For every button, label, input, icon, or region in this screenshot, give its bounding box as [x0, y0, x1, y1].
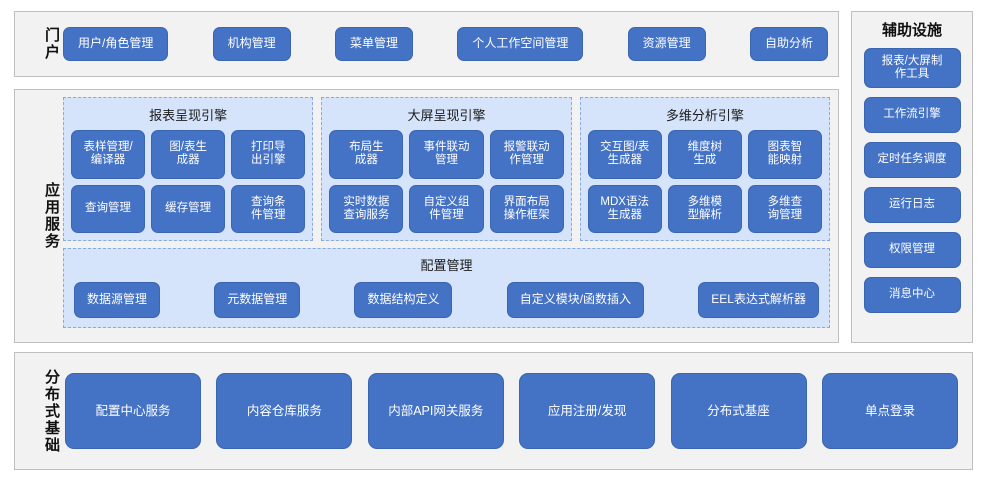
engine-item-realtime-data-query-service[interactable]: 实时数据 查询服务 [329, 184, 404, 233]
config-management-panel: 配置管理 数据源管理 元数据管理 数据结构定义 自定义模块/函数插入 EEL表达… [63, 248, 830, 328]
base-button-single-sign-on[interactable]: 单点登录 [821, 373, 958, 449]
base-button-app-registration-discovery[interactable]: 应用注册/发现 [519, 373, 656, 449]
engine-multidimensional-analysis-items: 交互图/表 生成器 维度树 生成 图表智 能映射 MDX语法 生成器 多维模 型… [587, 130, 822, 233]
engine-item-chart-smart-mapping[interactable]: 图表智 能映射 [747, 130, 822, 179]
base-button-config-center-service[interactable]: 配置中心服务 [65, 373, 201, 449]
auxiliary-facilities-panel: 辅助设施 报表/大屏制 作工具 工作流引擎 定时任务调度 运行日志 权限管理 消… [851, 11, 973, 343]
aux-button-message-center[interactable]: 消息中心 [863, 277, 961, 313]
portal-button-personal-workspace-management[interactable]: 个人工作空间管理 [457, 27, 584, 61]
distributed-infrastructure-band: 分布式基础 配置中心服务 内容仓库服务 内部API网关服务 应用注册/发现 分布… [14, 352, 973, 470]
engine-multidimensional-analysis-title: 多维分析引擎 [665, 108, 744, 123]
engine-report-rendering: 报表呈现引擎 表样管理/ 编译器 图/表生 成器 打印导 出引擎 查询管理 缓存… [63, 97, 314, 241]
auxiliary-facilities-title: 辅助设施 [881, 22, 942, 39]
engine-item-multidimensional-model-parsing[interactable]: 多维模 型解析 [667, 184, 742, 233]
engine-item-print-export-engine[interactable]: 打印导 出引擎 [231, 130, 306, 179]
base-button-distributed-foundation[interactable]: 分布式基座 [670, 373, 807, 449]
distributed-infrastructure-band-label: 分布式基础 [43, 368, 60, 454]
aux-button-operation-log[interactable]: 运行日志 [863, 187, 961, 223]
engines-row: 报表呈现引擎 表样管理/ 编译器 图/表生 成器 打印导 出引擎 查询管理 缓存… [63, 97, 830, 241]
base-button-content-repository-service[interactable]: 内容仓库服务 [216, 373, 353, 449]
top-zone: 门户 用户/角色管理 机构管理 菜单管理 个人工作空间管理 资源管理 自助分析 … [14, 11, 973, 343]
engine-item-layout-generator[interactable]: 布局生 成器 [329, 130, 404, 179]
engine-bigscreen-rendering: 大屏呈现引擎 布局生 成器 事件联动 管理 报警联动 作管理 实时数据 查询服务… [321, 97, 572, 241]
portal-button-resource-management[interactable]: 资源管理 [627, 27, 706, 61]
portal-band-label: 门户 [43, 27, 60, 61]
base-button-internal-api-gateway-service[interactable]: 内部API网关服务 [367, 373, 504, 449]
aux-button-scheduled-task-scheduling[interactable]: 定时任务调度 [863, 142, 961, 178]
engine-item-dimension-tree-generation[interactable]: 维度树 生成 [667, 130, 742, 179]
portal-button-menu-management[interactable]: 菜单管理 [334, 27, 413, 61]
engine-bigscreen-rendering-items: 布局生 成器 事件联动 管理 报警联动 作管理 实时数据 查询服务 自定义组 件… [329, 130, 564, 233]
engine-item-ui-layout-operation-framework[interactable]: 界面布局 操作框架 [489, 184, 564, 233]
engine-item-query-condition-management[interactable]: 查询条 件管理 [231, 184, 306, 233]
portal-band: 门户 用户/角色管理 机构管理 菜单管理 个人工作空间管理 资源管理 自助分析 [14, 11, 839, 77]
config-button-metadata-management[interactable]: 元数据管理 [214, 281, 301, 318]
engine-item-event-linkage-management[interactable]: 事件联动 管理 [409, 130, 484, 179]
portal-button-self-service-analysis[interactable]: 自助分析 [749, 27, 828, 61]
aux-button-report-bigscreen-authoring-tool[interactable]: 报表/大屏制 作工具 [863, 48, 961, 88]
config-management-items: 数据源管理 元数据管理 数据结构定义 自定义模块/函数插入 EEL表达式解析器 [74, 280, 819, 319]
engine-bigscreen-rendering-title: 大屏呈现引擎 [407, 108, 486, 123]
engine-item-custom-component-management[interactable]: 自定义组 件管理 [409, 184, 484, 233]
application-services-band: 应用服务 报表呈现引擎 表样管理/ 编译器 图/表生 成器 打印导 出引擎 查询… [14, 89, 839, 343]
aux-button-permission-management[interactable]: 权限管理 [863, 232, 961, 268]
distributed-infrastructure-items: 配置中心服务 内容仓库服务 内部API网关服务 应用注册/发现 分布式基座 单点… [59, 353, 972, 469]
engine-report-rendering-title: 报表呈现引擎 [149, 108, 228, 123]
config-button-data-structure-definition[interactable]: 数据结构定义 [354, 281, 453, 318]
engine-item-multidimensional-query-management[interactable]: 多维查 询管理 [747, 184, 822, 233]
engine-item-interactive-chart-table-generator[interactable]: 交互图/表 生成器 [587, 130, 662, 179]
engine-item-chart-table-generator[interactable]: 图/表生 成器 [151, 130, 226, 179]
config-button-datasource-management[interactable]: 数据源管理 [74, 281, 161, 318]
config-management-title: 配置管理 [420, 258, 473, 273]
engine-multidimensional-analysis: 多维分析引擎 交互图/表 生成器 维度树 生成 图表智 能映射 MDX语法 生成… [579, 97, 830, 241]
aux-button-workflow-engine[interactable]: 工作流引擎 [863, 97, 961, 133]
engine-item-cache-management[interactable]: 缓存管理 [151, 184, 226, 233]
application-services-content: 报表呈现引擎 表样管理/ 编译器 图/表生 成器 打印导 出引擎 查询管理 缓存… [59, 90, 838, 342]
config-button-eel-expression-parser[interactable]: EEL表达式解析器 [698, 281, 819, 318]
engine-item-mdx-syntax-generator[interactable]: MDX语法 生成器 [587, 184, 662, 233]
engine-item-query-management[interactable]: 查询管理 [71, 184, 146, 233]
engine-item-table-template-compiler[interactable]: 表样管理/ 编译器 [71, 130, 146, 179]
portal-button-user-role-management[interactable]: 用户/角色管理 [63, 27, 169, 61]
config-button-custom-module-function-insertion[interactable]: 自定义模块/函数插入 [506, 281, 645, 318]
portal-button-org-management[interactable]: 机构管理 [212, 27, 291, 61]
engine-item-alarm-linkage-action-management[interactable]: 报警联动 作管理 [489, 130, 564, 179]
portal-items: 用户/角色管理 机构管理 菜单管理 个人工作空间管理 资源管理 自助分析 [59, 12, 838, 76]
engine-report-rendering-items: 表样管理/ 编译器 图/表生 成器 打印导 出引擎 查询管理 缓存管理 查询条 … [71, 130, 306, 233]
application-services-band-label: 应用服务 [43, 182, 60, 250]
